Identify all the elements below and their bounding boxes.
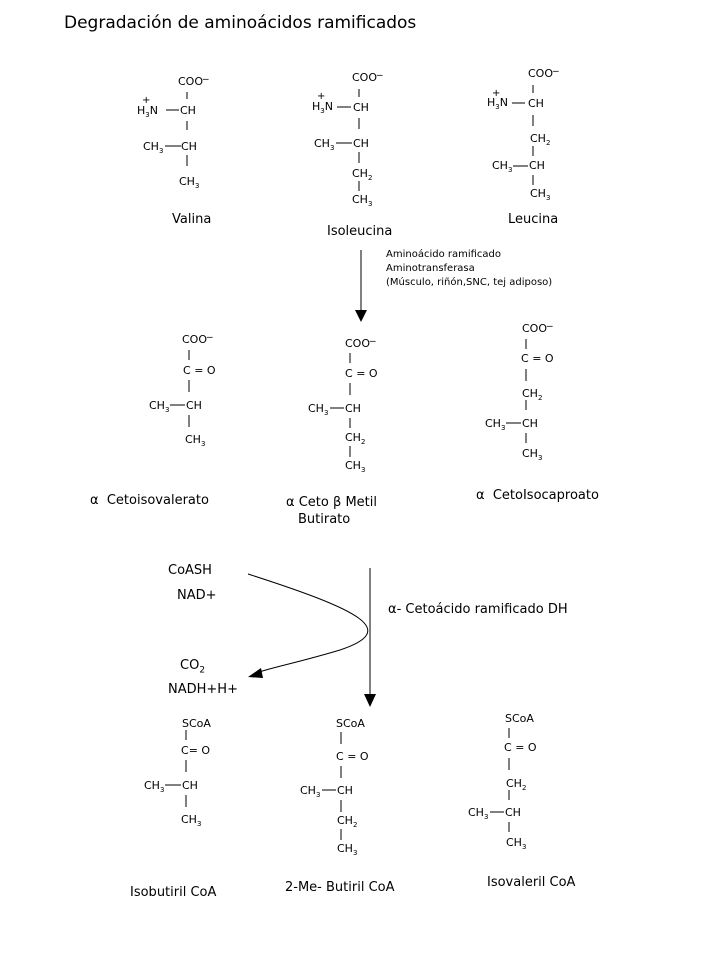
label-leucina: Leucina — [508, 212, 559, 227]
ch-group: CH — [337, 784, 353, 797]
carbonyl-group: C = O — [336, 750, 369, 763]
ch3-group: CH3 — [352, 193, 373, 209]
alpha-carbon: CH — [180, 104, 196, 117]
label-isobutiril-coa: Isobutiril CoA — [130, 885, 217, 900]
enzyme-note-1: Aminoácido ramificado Aminotransferasa (… — [386, 249, 553, 288]
ch3-group: CH3 — [149, 399, 170, 415]
ch2-group: CH2 — [337, 814, 358, 830]
ch3-group: CH3 — [468, 806, 489, 822]
label-metilbutiril-coa: 2-Me- Butiril CoA — [285, 880, 395, 895]
ch3-group: CH3 — [314, 137, 335, 153]
alpha-carbon: CH — [528, 97, 544, 110]
carbonyl-group: C = O — [345, 367, 378, 380]
ch3-group: CH3 — [144, 779, 165, 795]
coo-group: COO_ — [352, 63, 383, 84]
amine-group: H3N — [312, 100, 333, 116]
carbonyl-group: C = O — [183, 364, 216, 377]
coo-group: COO_ — [528, 59, 559, 80]
scoa-group: SCoA — [336, 717, 365, 730]
label-isovaleril-coa: Isovaleril CoA — [487, 875, 576, 890]
coo-group: COO_ — [345, 329, 376, 350]
ch-group: CH — [529, 159, 545, 172]
amine-group: H3N — [137, 104, 158, 120]
enzyme-note-2: α- Cetoácido ramificado DH — [388, 602, 568, 617]
label-isoleucina: Isoleucina — [327, 224, 393, 239]
ch3-group: CH3 — [185, 433, 206, 449]
page-title: Degradación de aminoácidos ramificados — [64, 13, 417, 33]
ch2-group: CH2 — [522, 387, 543, 403]
ch3-group: CH3 — [308, 402, 329, 418]
coo-group: COO_ — [522, 314, 553, 335]
scoa-group: SCoA — [182, 717, 211, 730]
ch-group: CH — [522, 417, 538, 430]
ch3-group: CH3 — [345, 459, 366, 475]
plus-charge: + — [142, 95, 151, 106]
alpha-carbon: CH — [353, 101, 369, 114]
ch3-group: CH3 — [506, 836, 527, 852]
ch2-group: CH2 — [530, 132, 551, 148]
product-co2: CO2 — [180, 658, 206, 676]
ch3-group: CH3 — [522, 447, 543, 463]
ch2-group: CH2 — [345, 431, 366, 447]
cofactor-nad: NAD+ — [177, 588, 217, 603]
carbonyl-group: C= O — [181, 744, 211, 757]
ch3-group: CH3 — [181, 813, 202, 829]
carbonyl-group: C = O — [521, 352, 554, 365]
ch-group: CH — [186, 399, 202, 412]
coo-group: COO_ — [182, 325, 213, 346]
ch3-group: CH3 — [485, 417, 506, 433]
ch-group: CH — [181, 140, 197, 153]
amine-group: H3N — [487, 96, 508, 112]
plus-charge: + — [317, 91, 326, 102]
label-ceto-metil-butirato: α Ceto β Metil Butirato — [286, 495, 377, 527]
ch-group: CH — [505, 806, 521, 819]
product-nadh: NADH+H+ — [168, 682, 238, 697]
ch-group: CH — [353, 137, 369, 150]
plus-charge: + — [492, 88, 501, 99]
ch3-group: CH3 — [179, 175, 200, 191]
coo-group: COO_ — [178, 67, 209, 88]
label-cetoisovalerato: α Cetoisovalerato — [90, 493, 209, 508]
label-cetoisocaproato: α CetoIsocaproato — [476, 488, 599, 503]
ch-group: CH — [182, 779, 198, 792]
ch3-group: CH3 — [300, 784, 321, 800]
label-valina: Valina — [172, 212, 212, 227]
carbonyl-group: C = O — [504, 741, 537, 754]
ch3-group: CH3 — [492, 159, 513, 175]
ch3-group: CH3 — [530, 187, 551, 203]
ch3-group: CH3 — [337, 842, 358, 858]
ch2-group: CH2 — [352, 167, 373, 183]
ch-group: CH — [345, 402, 361, 415]
ch3-group: CH3 — [143, 140, 164, 156]
cofactor-coash: CoASH — [168, 563, 212, 578]
ch2-group: CH2 — [506, 777, 527, 793]
scoa-group: SCoA — [505, 712, 534, 725]
